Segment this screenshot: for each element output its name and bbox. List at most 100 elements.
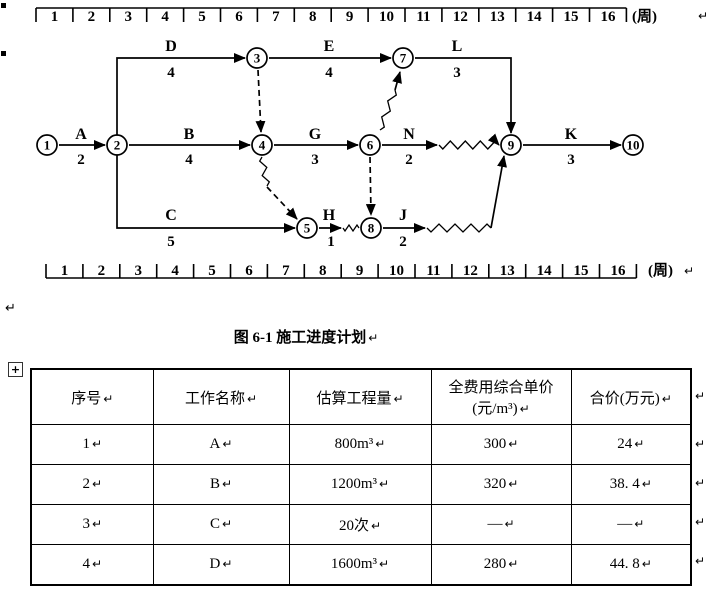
- cell-unit-price: 280↵: [430, 544, 572, 586]
- activity-K-duration: 3: [567, 152, 575, 168]
- cell-seq: 4↵: [30, 544, 154, 586]
- paragraph-mark-icon: ↵: [698, 9, 708, 23]
- paragraph-mark-icon: ↵: [695, 389, 706, 403]
- cell-quantity: 1200m³↵: [288, 464, 432, 505]
- paragraph-mark-icon: ↵: [370, 519, 382, 533]
- activity-arrows: [59, 53, 622, 233]
- activity-K-label: K: [565, 126, 578, 143]
- activity-L-duration: 3: [453, 65, 461, 81]
- paragraph-mark-icon: ↵: [641, 477, 652, 491]
- paragraph-mark-icon: ↵: [379, 477, 390, 491]
- dummy-6-7-wave: [379, 89, 398, 131]
- week-number: 10: [389, 263, 404, 279]
- week-number: 5: [208, 263, 216, 279]
- week-number: 13: [500, 263, 515, 279]
- node-4: 4: [251, 134, 273, 156]
- table-row: 3↵ C↵ 20次↵ —↵ —↵: [30, 504, 692, 545]
- col-header-quantity: 估算工程量↵: [288, 368, 432, 425]
- week-number: 15: [564, 9, 579, 25]
- paragraph-mark-icon: ↵: [393, 391, 404, 406]
- cell-quantity: 800m³↵: [288, 424, 432, 465]
- activity-D-arrow: [116, 53, 246, 135]
- dummy-arrow-6-8: [365, 156, 376, 216]
- cell-name: A↵: [152, 424, 290, 465]
- quantities-table: 序号↵ 工作名称↵ 估算工程量↵ 全费用综合单价 (元/m³)↵ 合价(万元)↵…: [30, 368, 692, 586]
- paragraph-mark-icon: ↵: [91, 477, 103, 491]
- table-row: 2↵ B↵ 1200m³↵ 320↵ 38. 4↵: [30, 464, 692, 505]
- svg-text:4: 4: [259, 138, 266, 153]
- activity-A-label: A: [75, 126, 87, 143]
- svg-text:2: 2: [114, 138, 121, 153]
- week-number: 6: [235, 9, 243, 25]
- paragraph-mark-icon: ↵: [641, 557, 652, 571]
- activity-L-arrow: [415, 57, 516, 134]
- activity-C-duration: 5: [167, 234, 175, 250]
- week-number: 4: [161, 9, 169, 25]
- unit-price-line2: (元/m³)↵: [472, 401, 530, 417]
- node-5: 5: [296, 217, 318, 239]
- activity-H-label: H: [323, 207, 336, 224]
- cell-unit-price: —↵: [430, 504, 572, 545]
- node-9: 9: [500, 134, 522, 156]
- week-number: 1: [51, 9, 59, 25]
- svg-text:5: 5: [304, 221, 311, 236]
- node-2: 2: [106, 134, 128, 156]
- paragraph-mark-icon: ↵: [91, 557, 103, 571]
- week-number: 5: [198, 9, 206, 25]
- paragraph-mark-icon: ↵: [634, 517, 645, 531]
- paragraph-mark-icon: ↵: [684, 264, 694, 278]
- anchor-marker-icon: [1, 3, 6, 8]
- cell-quantity: 20次↵: [288, 504, 432, 545]
- paragraph-mark-icon: ↵: [504, 517, 515, 531]
- figure-caption: 图 6-1 施工进度计划↵: [0, 326, 612, 347]
- table-move-handle-icon[interactable]: +: [8, 362, 23, 377]
- cell-seq: 3↵: [30, 504, 154, 545]
- week-number: 12: [453, 9, 468, 25]
- week-number: 8: [319, 263, 327, 279]
- week-number: 8: [309, 9, 317, 25]
- cell-name: D↵: [152, 544, 290, 586]
- paragraph-mark-icon: ↵: [91, 437, 103, 451]
- cell-name: C↵: [152, 504, 290, 545]
- paragraph-mark-icon: ↵: [222, 437, 233, 451]
- dummy-arrow-3-4: [255, 69, 266, 133]
- activity-H-duration: 1: [327, 234, 335, 250]
- activity-J-to-node9-arrow: [490, 155, 507, 229]
- cell-unit-price: 320↵: [430, 464, 572, 505]
- node-7: 7: [392, 47, 414, 69]
- node-1: 1: [36, 134, 58, 156]
- event-nodes: 1 2 3 4 5 6 7 8 9 10: [36, 47, 644, 239]
- paragraph-mark-icon: ↵: [519, 402, 530, 416]
- svg-text:9: 9: [508, 138, 515, 153]
- week-number: 16: [600, 9, 616, 25]
- figure-caption-text: 图 6-1 施工进度计划: [233, 330, 367, 346]
- anchor-marker-icon: [1, 51, 6, 56]
- col-header-seq: 序号↵: [30, 368, 154, 425]
- week-number: 15: [574, 263, 589, 279]
- header-row: 序号↵ 工作名称↵ 估算工程量↵ 全费用综合单价 (元/m³)↵ 合价(万元)↵: [30, 368, 692, 425]
- week-unit-label: (周): [632, 8, 657, 25]
- cell-total: 24↵: [570, 424, 692, 465]
- svg-text:3: 3: [254, 51, 261, 66]
- activity-labels: A 2 B 4 G 3 N 2 K 3 D 4 E 4 L 3 C 5 H 1 …: [75, 38, 578, 250]
- cell-total: 38. 4↵: [570, 464, 692, 505]
- activity-G-duration: 3: [311, 152, 319, 168]
- col-header-total: 合价(万元)↵: [570, 368, 692, 425]
- svg-text:10: 10: [627, 138, 640, 153]
- paragraph-mark-icon: ↵: [379, 557, 390, 571]
- dummy-4-5-wave: [258, 156, 271, 187]
- week-number: 2: [88, 9, 96, 25]
- paragraph-mark-icon: ↵: [91, 517, 103, 531]
- week-number: 9: [356, 263, 364, 279]
- node-6: 6: [359, 134, 381, 156]
- paragraph-mark-icon: ↵: [222, 557, 233, 571]
- table-row: 1↵ A↵ 800m³↵ 300↵ 24↵: [30, 424, 692, 465]
- week-number: 3: [125, 9, 133, 25]
- week-number: 4: [171, 263, 179, 279]
- cell-name: B↵: [152, 464, 290, 505]
- cell-quantity: 1600m³↵: [288, 544, 432, 586]
- week-number: 1: [61, 263, 69, 279]
- week-number: 6: [245, 263, 253, 279]
